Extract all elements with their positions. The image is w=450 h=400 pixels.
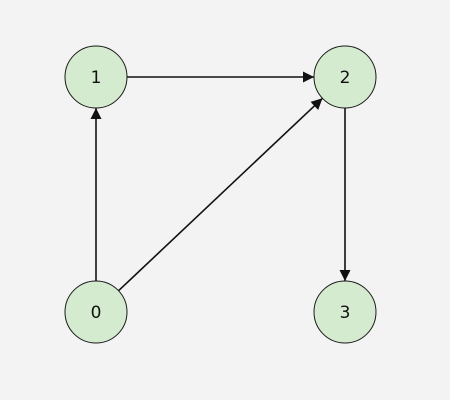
node-2: 2 bbox=[313, 45, 377, 109]
edge-0-to-2 bbox=[117, 97, 324, 292]
node-2-label: 2 bbox=[340, 68, 351, 88]
node-1-circle bbox=[64, 45, 128, 109]
node-0-circle bbox=[64, 280, 128, 344]
node-2-circle bbox=[313, 45, 377, 109]
nodes-layer: 0 1 2 3 bbox=[64, 45, 377, 344]
node-3: 3 bbox=[313, 280, 377, 344]
node-1-label: 1 bbox=[91, 68, 102, 88]
node-0: 0 bbox=[64, 280, 128, 344]
node-3-circle bbox=[313, 280, 377, 344]
node-0-label: 0 bbox=[91, 303, 102, 323]
edges-layer bbox=[90, 71, 351, 292]
node-1: 1 bbox=[64, 45, 128, 109]
node-3-label: 3 bbox=[340, 303, 351, 323]
